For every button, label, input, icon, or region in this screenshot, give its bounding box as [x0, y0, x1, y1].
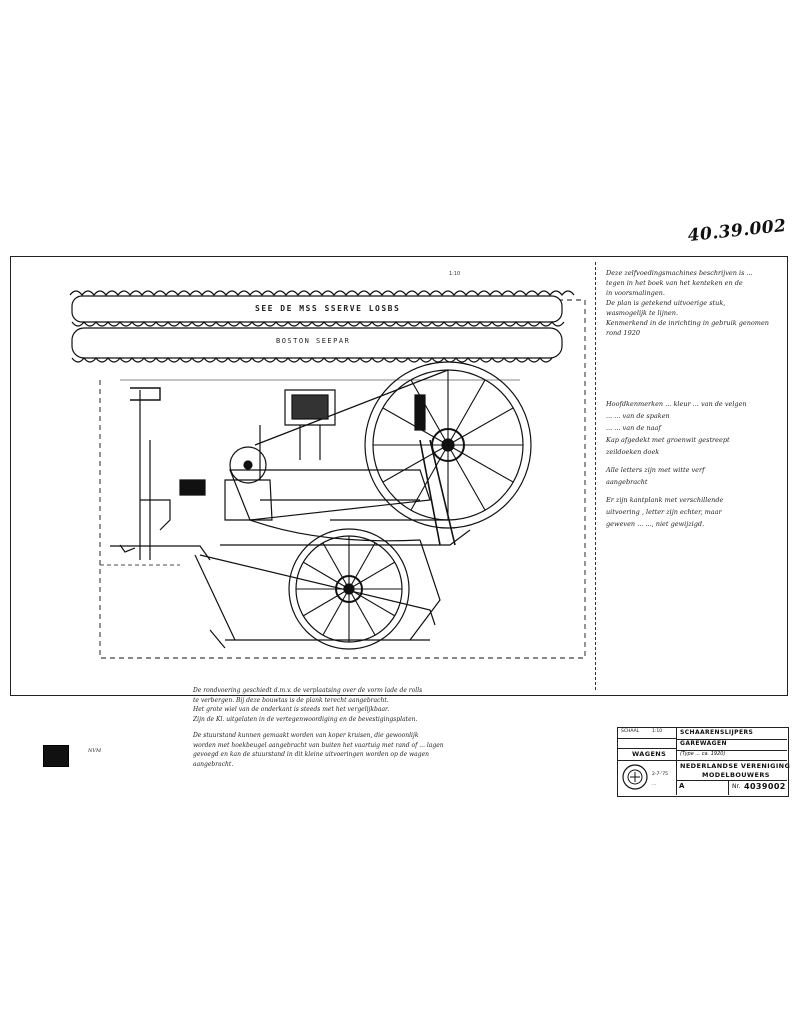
- logo-caption: NVM: [88, 748, 102, 754]
- bottom-note-line: aangebracht.: [193, 760, 234, 768]
- side-note-line: wasmogelijk te lijnen.: [606, 309, 679, 317]
- date-2: ...: [652, 782, 657, 787]
- title-line-3: (Type ... ca. 1920): [680, 751, 726, 757]
- side-note-line: uitvoering , letter zijn echter, maar: [606, 508, 722, 516]
- org-name-1: NEDERLANDSE VERENIGING: [680, 762, 791, 770]
- bottom-note-line: worden met hoekbeugel aangebracht van bu…: [193, 741, 444, 749]
- bottom-note-line: Het grote wiel van de onderkant is steed…: [193, 706, 390, 713]
- sheet-letter: A: [679, 782, 685, 790]
- side-note-line: zeildoeken doek: [606, 448, 660, 456]
- side-note-line: Kenmerkend in de inrichting in gebruik g…: [606, 319, 769, 327]
- bottom-note-line: De stuurstand kunnen gemaakt worden van …: [193, 732, 419, 739]
- scale-label: SCHAAL: [621, 729, 640, 734]
- side-notes-2: Hoofdkenmerken ... kleur ... van de velg…: [606, 398, 747, 530]
- scale-mark: 1:10: [449, 271, 461, 277]
- side-note-line: Kap afgedekt met groenwit gestreept: [606, 436, 730, 444]
- side-note-line: in voorsmalingen.: [606, 289, 665, 297]
- date-1: 2-7-'75: [652, 772, 668, 777]
- banner-top-text: SEE DE MSS SSERVE LOSBS: [255, 304, 401, 313]
- side-note-line: De plan is getekend uitvoerige stuk,: [606, 299, 726, 307]
- bottom-note-line: Zijn de Kl. uitgelaten in de vertegenwoo…: [193, 715, 418, 723]
- title-block: SCHAAL 1:10 WAGENS SCHAARENSLIJPERS GARE…: [617, 727, 791, 797]
- banner-bottom-text: BOSTON SEEPAR: [276, 337, 351, 345]
- drawing-frame: [10, 256, 788, 696]
- bottom-note-line: gevoegd en kan de stuurstand in dit klei…: [193, 751, 429, 758]
- title-line-1: SCHAARENSLIJPERS: [680, 729, 754, 736]
- side-note-line: Er zijn kantplank met verschillende: [606, 496, 724, 504]
- bottom-note-line: De rondvoering geschiedt d.m.v. de verpl…: [193, 687, 423, 694]
- side-note-line: Hoofdkenmerken ... kleur ... van de velg…: [606, 400, 747, 408]
- category-label: WAGENS: [632, 750, 667, 758]
- side-notes-1: Deze zelfvoedingsmachines beschrijven is…: [606, 268, 769, 338]
- nvm-logo-icon: [43, 745, 69, 767]
- nr-label: Nr.: [732, 783, 741, 790]
- title-line-2: GAREWAGEN: [680, 740, 727, 747]
- side-note-line: Deze zelfvoedingsmachines beschrijven is…: [606, 269, 753, 277]
- side-note-line: aangebracht: [606, 478, 648, 486]
- scale-value: 1:10: [652, 729, 663, 734]
- side-note-line: geweven ... ..., niet gewijzigd.: [606, 520, 705, 528]
- notes-divider: [595, 262, 596, 690]
- side-note-line: tegen in het boek van het kenteken en de: [606, 279, 743, 287]
- side-note-line: Alle letters zijn met witte verf: [606, 466, 705, 474]
- side-note-line: ... ... van de naaf: [606, 424, 661, 432]
- side-note-line: rond 1920: [606, 329, 640, 337]
- drawing-number: 4039002: [744, 782, 786, 791]
- bottom-notes: De rondvoering geschiedt d.m.v. de verpl…: [193, 686, 593, 769]
- org-name-2: MODELBOUWERS: [702, 771, 770, 779]
- side-note-line: ... ... van de spaken: [606, 412, 670, 420]
- bottom-note-line: te verbergen. Bij deze bouwtas is de pla…: [193, 696, 389, 704]
- vereniging-seal-icon: [622, 764, 648, 790]
